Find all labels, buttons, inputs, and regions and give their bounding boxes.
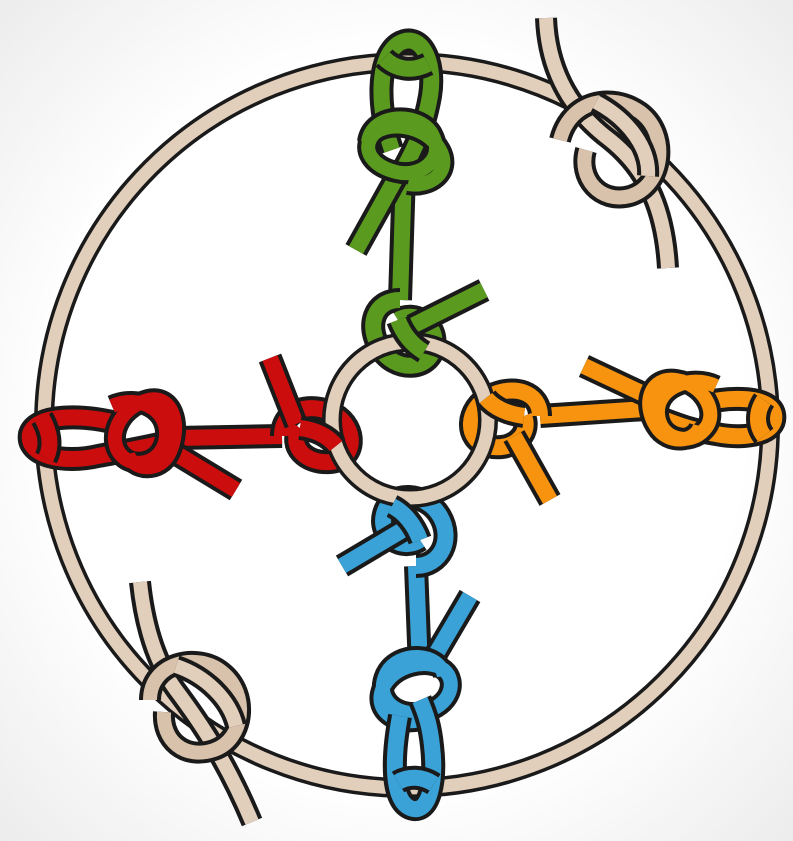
spoke-right — [471, 366, 774, 500]
ring-knot-top-right — [546, 18, 668, 268]
spoke-top — [356, 40, 484, 365]
spoke-bottom — [342, 497, 470, 809]
ring-knot-bottom-left — [140, 582, 252, 822]
